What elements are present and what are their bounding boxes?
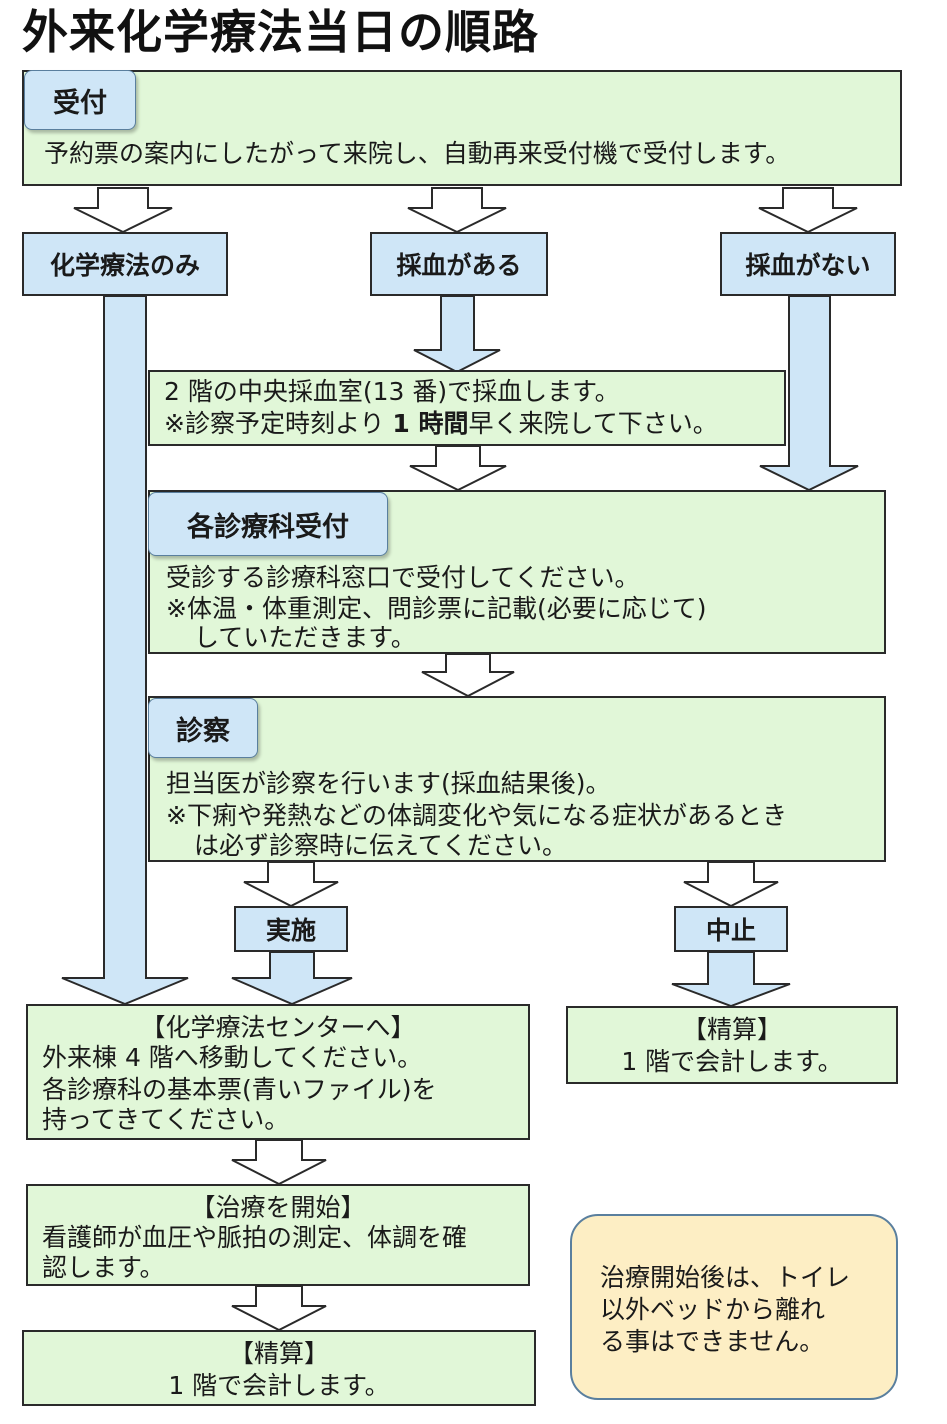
arrow-blood-to-dept	[409, 445, 507, 492]
arrow-to-no-blood	[758, 187, 858, 234]
chemo-center-line3: 持ってきてください。	[42, 1105, 290, 1134]
note-line2: 以外ベッドから離れ	[600, 1295, 826, 1324]
blood-draw-line2-pre: ※診察予定時刻より	[164, 409, 393, 438]
page-title: 外来化学療法当日の順路	[22, 5, 539, 59]
dept-reception-line1: 受診する診療科窓口で受付してください。	[166, 563, 640, 592]
treatment-start-box: 【治療を開始】 看護師が血圧や脈拍の測定、体調を確 認します。	[26, 1184, 530, 1286]
payment-final-box: 【精算】 1 階で会計します。	[22, 1330, 536, 1406]
arrow-proceed-to-center	[231, 951, 353, 1006]
arrow-exam-to-proceed	[243, 861, 339, 908]
exam-line2: ※下痢や発熱などの体調変化や気になる症状があるとき	[166, 801, 787, 830]
exam-box: 担当医が診察を行います(採血結果後)。 ※下痢や発熱などの体調変化や気になる症状…	[148, 696, 886, 862]
arrow-chemo-only-long	[61, 295, 189, 1006]
arrow-with-blood-down	[413, 295, 501, 374]
blood-draw-box: 2 階の中央採血室(13 番)で採血します。 ※診察予定時刻より 1 時間早く来…	[148, 370, 786, 446]
outcome-cancel: 中止	[674, 906, 788, 952]
arrow-center-to-treatment	[231, 1139, 327, 1186]
dept-reception-line3: していただきます。	[194, 623, 416, 652]
arrow-exam-to-cancel	[683, 861, 779, 908]
dept-reception-tag: 各診療科受付	[148, 492, 388, 556]
branch-chemo-only: 化学療法のみ	[22, 232, 228, 296]
reception-tag: 受付	[24, 70, 136, 130]
payment-final-heading: 【精算】	[228, 1339, 329, 1368]
payment-final-line1: 1 階で会計します。	[168, 1371, 390, 1400]
payment-cancel-box: 【精算】 1 階で会計します。	[566, 1006, 898, 1084]
branch-no-blood: 採血がない	[720, 232, 896, 296]
chemo-center-box: 【化学療法センターへ】 外来棟 4 階へ移動してください。 各診療科の基本票(青…	[26, 1004, 530, 1140]
reception-box: 予約票の案内にしたがって来院し、自動再来受付機で受付します。	[22, 70, 902, 186]
chemo-center-line2: 各診療科の基本票(青いファイル)を	[42, 1075, 437, 1104]
exam-line3: は必ず診察時に伝えてください。	[194, 831, 568, 860]
arrow-no-blood-down	[759, 295, 859, 492]
note-box: 治療開始後は、トイレ 以外ベッドから離れ る事はできません。	[570, 1214, 898, 1400]
exam-line1: 担当医が診察を行います(採血結果後)。	[166, 769, 611, 798]
treatment-start-line2: 認します。	[42, 1253, 165, 1282]
chemo-center-heading: 【化学療法センターへ】	[140, 1013, 416, 1042]
payment-cancel-heading: 【精算】	[681, 1015, 782, 1044]
treatment-start-heading: 【治療を開始】	[190, 1193, 366, 1222]
dept-reception-line2: ※体温・体重測定、問診票に記載(必要に応じて)	[166, 594, 707, 623]
arrow-to-chemo-only	[73, 187, 173, 234]
blood-draw-line2-bold: 1 時間	[392, 409, 469, 438]
note-line1: 治療開始後は、トイレ	[600, 1263, 851, 1292]
blood-draw-line1: 2 階の中央採血室(13 番)で採血します。	[164, 377, 620, 406]
arrow-treatment-to-payment	[231, 1285, 327, 1332]
treatment-start-line1: 看護師が血圧や脈拍の測定、体調を確	[42, 1223, 468, 1252]
arrow-dept-to-exam	[421, 653, 515, 698]
outcome-proceed: 実施	[234, 906, 348, 952]
branch-with-blood: 採血がある	[370, 232, 548, 296]
arrow-to-with-blood	[407, 187, 507, 234]
payment-cancel-line1: 1 階で会計します。	[621, 1047, 843, 1076]
reception-text: 予約票の案内にしたがって来院し、自動再来受付機で受付します。	[44, 139, 791, 168]
blood-draw-line2: ※診察予定時刻より 1 時間早く来院して下さい。	[164, 408, 718, 439]
blood-draw-line2-post: 早く来院して下さい。	[468, 409, 718, 438]
arrow-cancel-to-payment	[671, 951, 791, 1008]
chemo-center-line1: 外来棟 4 階へ移動してください。	[42, 1043, 423, 1072]
note-line3: る事はできません。	[600, 1327, 825, 1356]
exam-tag: 診察	[148, 698, 258, 758]
